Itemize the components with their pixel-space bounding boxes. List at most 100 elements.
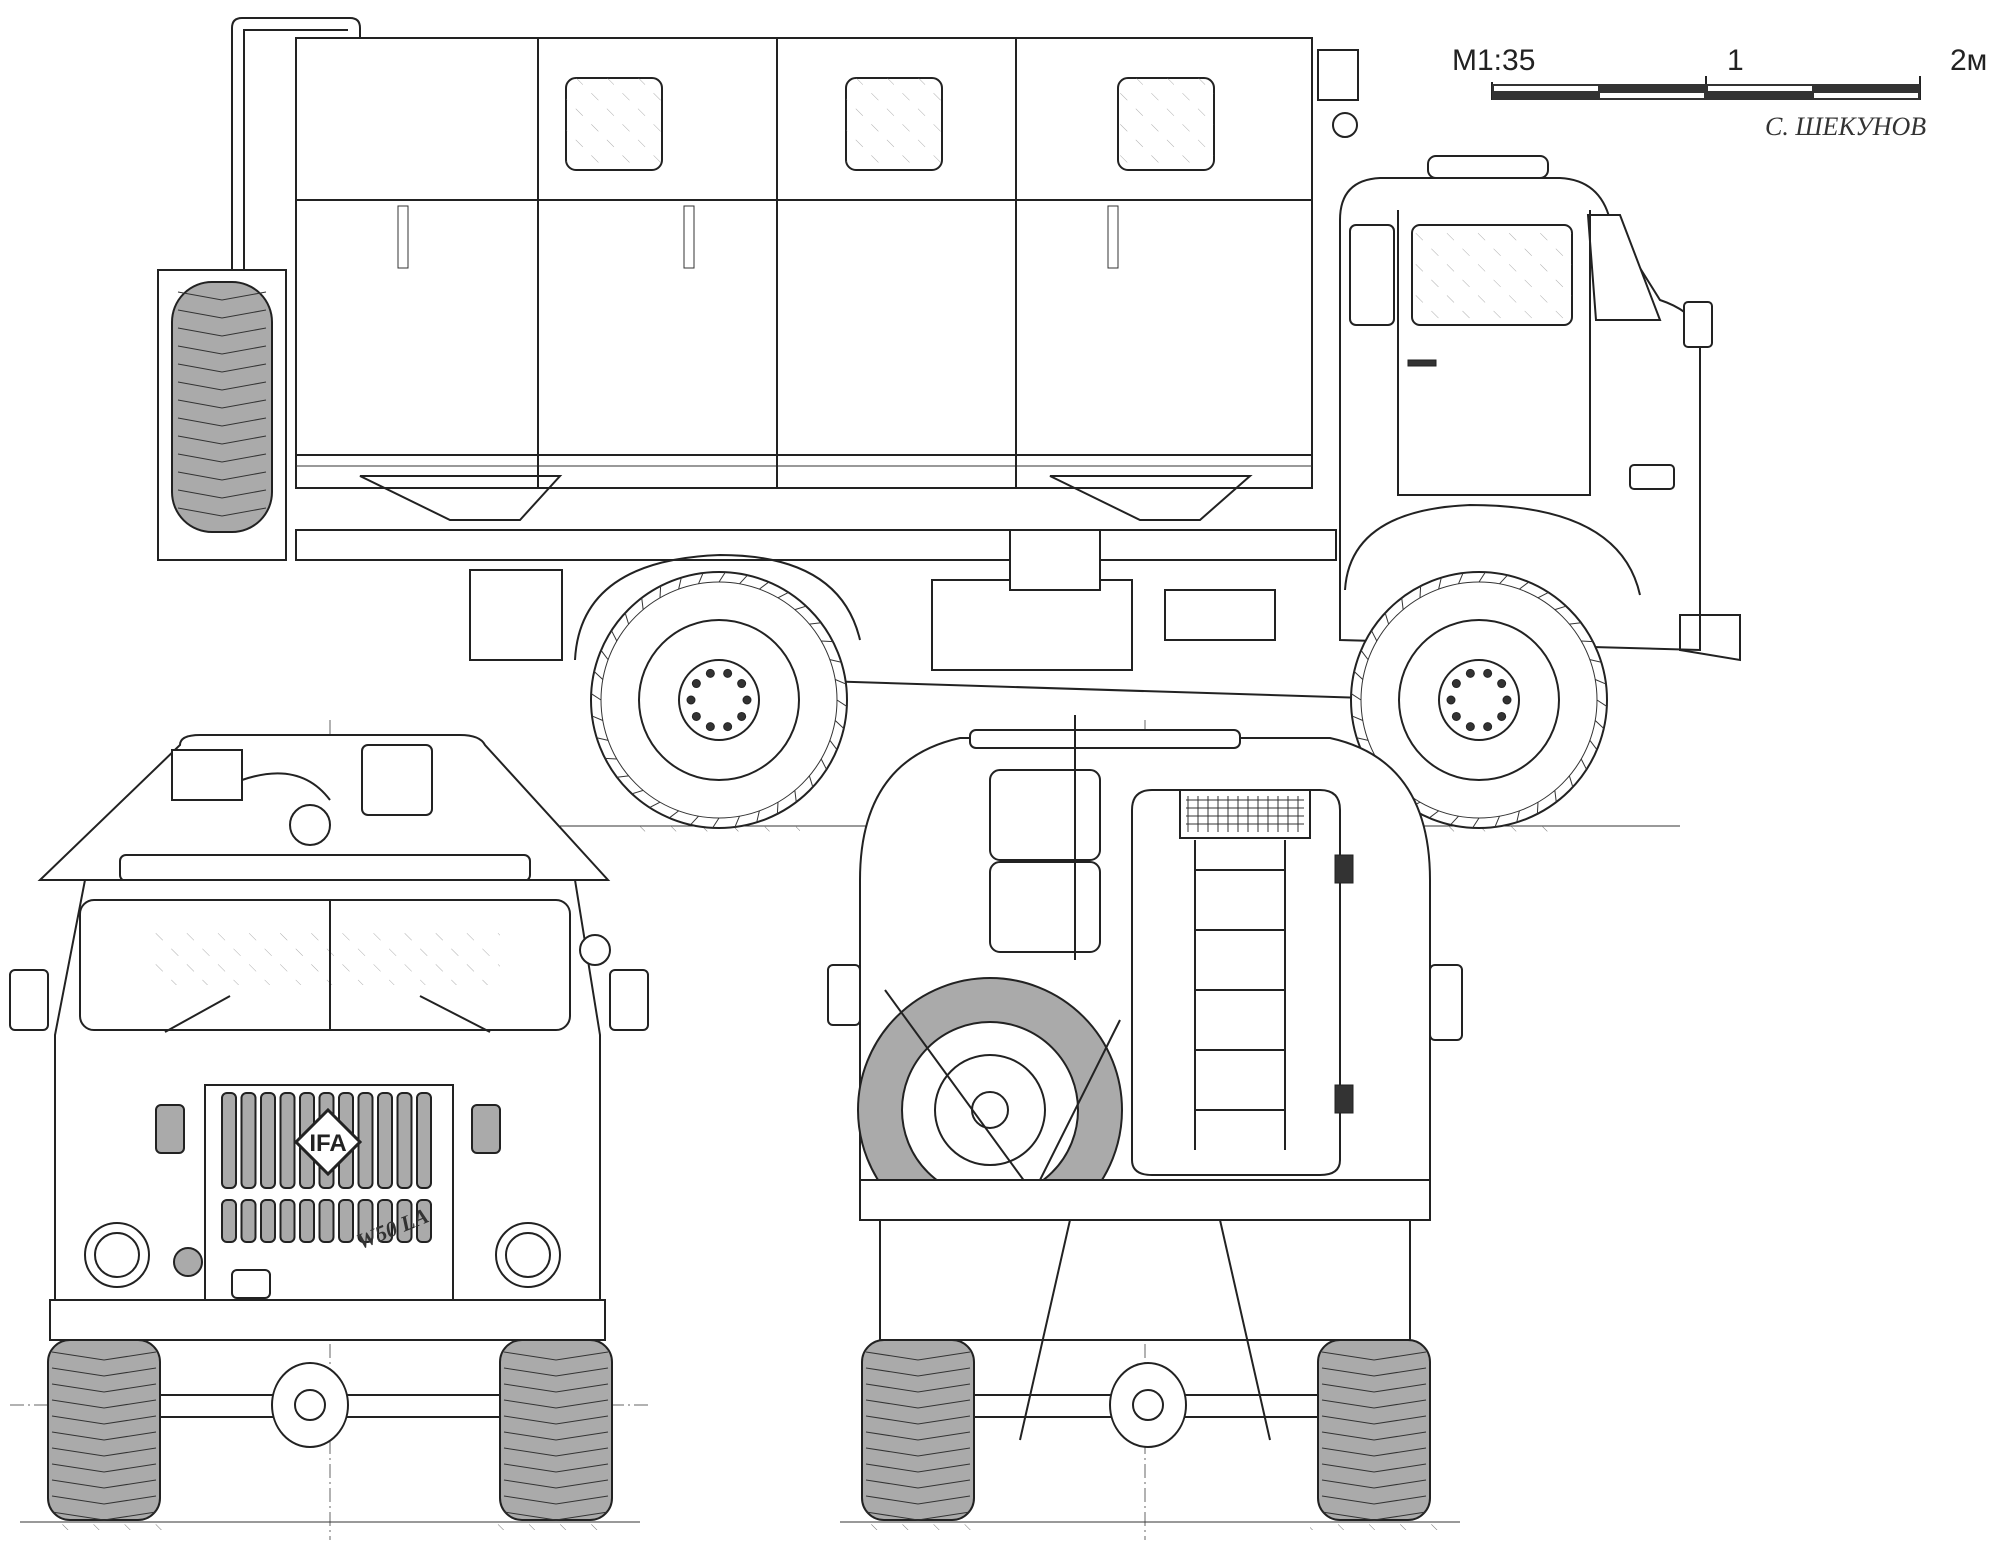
lug-nut bbox=[1483, 722, 1493, 732]
grille-slat-lower bbox=[396, 1199, 413, 1243]
tread-mark bbox=[624, 612, 630, 625]
grille-slat-lower bbox=[357, 1199, 374, 1243]
wheel-side-front bbox=[1350, 571, 1608, 829]
tread-mark bbox=[177, 417, 267, 427]
tread-mark bbox=[1360, 649, 1369, 660]
tread-mark bbox=[503, 1415, 609, 1425]
tread-mark bbox=[177, 291, 267, 301]
lug-nut bbox=[723, 722, 733, 732]
tread-mark bbox=[1428, 810, 1439, 819]
lug-nut bbox=[1502, 695, 1512, 705]
tread-mark bbox=[1478, 571, 1486, 583]
tread-mark bbox=[177, 345, 267, 355]
tread-mark bbox=[177, 471, 267, 481]
grille-slat-lower bbox=[279, 1199, 296, 1243]
grille-slat-lower bbox=[377, 1199, 393, 1243]
tread-mark bbox=[756, 810, 760, 823]
tread-mark bbox=[1537, 592, 1549, 599]
grille-slat-lower bbox=[416, 1199, 432, 1243]
tread-mark bbox=[51, 1399, 157, 1409]
tread-mark bbox=[51, 1511, 157, 1521]
tread-mark bbox=[836, 699, 848, 707]
tread-mark bbox=[1595, 679, 1607, 685]
tread-mark bbox=[503, 1495, 609, 1505]
lug-nut bbox=[705, 668, 715, 678]
tread-mark bbox=[177, 381, 267, 391]
tread-mark bbox=[631, 789, 644, 795]
tread-mark bbox=[835, 679, 847, 685]
tread-mark bbox=[1321, 1415, 1427, 1425]
tread-mark bbox=[809, 622, 822, 625]
tread-mark bbox=[865, 1415, 971, 1425]
tread-mark bbox=[503, 1367, 609, 1377]
tire-body bbox=[1317, 1339, 1431, 1521]
grille-slat-lower bbox=[318, 1199, 335, 1243]
lug-nut bbox=[686, 695, 696, 705]
grille-slat-lower bbox=[338, 1199, 354, 1243]
author-signature: С. ШЕКУНОВ bbox=[1765, 112, 1926, 141]
tread-mark bbox=[177, 507, 267, 517]
tread-mark bbox=[794, 790, 797, 803]
tread-mark bbox=[1351, 715, 1363, 721]
wheel-side-rear bbox=[590, 571, 848, 829]
tread-mark bbox=[51, 1367, 157, 1377]
tread-mark bbox=[503, 1511, 609, 1521]
tread-mark bbox=[865, 1447, 971, 1457]
tread-mark bbox=[1321, 1463, 1427, 1473]
tread-mark bbox=[593, 671, 604, 680]
tire-body bbox=[47, 1339, 161, 1521]
tread-mark bbox=[1353, 671, 1364, 680]
rear-view bbox=[827, 715, 1463, 1540]
tread-mark bbox=[776, 802, 779, 814]
grille-slat-lower bbox=[240, 1199, 257, 1243]
tread-mark bbox=[865, 1367, 971, 1377]
tread-mark bbox=[1569, 622, 1582, 625]
tread-mark bbox=[605, 757, 617, 760]
tread-mark bbox=[794, 605, 807, 611]
tread-mark bbox=[1371, 630, 1378, 642]
tread-mark bbox=[808, 775, 814, 788]
tread-mark bbox=[51, 1479, 157, 1489]
rim bbox=[1398, 619, 1560, 781]
grille-slat-upper bbox=[377, 1092, 393, 1189]
tread-mark bbox=[1568, 775, 1574, 788]
tread-mark bbox=[1321, 1383, 1427, 1393]
tread-mark bbox=[678, 577, 682, 590]
lug-nut bbox=[1451, 711, 1461, 721]
tread-mark bbox=[1321, 1367, 1427, 1377]
tread-mark bbox=[641, 597, 644, 610]
tire-1 bbox=[1317, 1339, 1431, 1521]
tread-mark bbox=[51, 1447, 157, 1457]
tread-mark bbox=[1519, 581, 1530, 590]
hub bbox=[1438, 659, 1520, 741]
grille-slat-upper bbox=[240, 1092, 257, 1189]
tread-mark bbox=[1419, 586, 1422, 598]
tread-mark bbox=[503, 1399, 609, 1409]
tread-mark bbox=[1321, 1447, 1427, 1457]
grille-slat-upper bbox=[416, 1092, 432, 1189]
tread-mark bbox=[591, 715, 603, 721]
tread-mark bbox=[777, 592, 789, 599]
tread-mark bbox=[1321, 1511, 1427, 1521]
tread-mark bbox=[865, 1399, 971, 1409]
tread-mark bbox=[1580, 758, 1587, 770]
grille-slat-lower bbox=[299, 1199, 315, 1243]
lug-nut bbox=[1465, 722, 1475, 732]
grille-slat-upper bbox=[221, 1092, 237, 1189]
tread-mark bbox=[718, 571, 726, 583]
tread-mark bbox=[865, 1463, 971, 1473]
differential bbox=[271, 1362, 349, 1448]
side-view bbox=[157, 17, 1741, 836]
grille-slat-upper bbox=[279, 1092, 296, 1189]
tread-mark bbox=[51, 1383, 157, 1393]
tire-body bbox=[499, 1339, 613, 1521]
lug-nut bbox=[1465, 668, 1475, 678]
lug-nut bbox=[691, 711, 701, 721]
tire-1 bbox=[499, 1339, 613, 1521]
grille-slat-lower bbox=[260, 1199, 276, 1243]
tread-mark bbox=[1536, 802, 1539, 814]
tread-mark bbox=[649, 801, 661, 808]
tread-mark bbox=[690, 815, 699, 826]
tread-mark bbox=[1321, 1351, 1427, 1361]
